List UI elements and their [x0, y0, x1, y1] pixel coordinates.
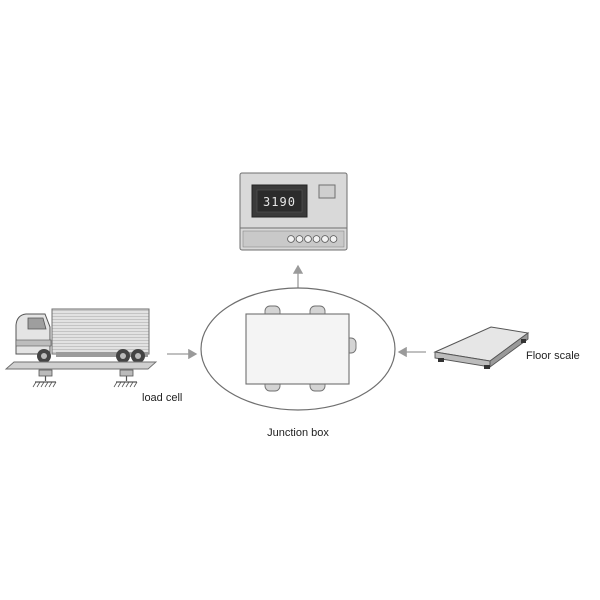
truck-icon	[15, 308, 150, 363]
indicator-button	[304, 235, 312, 243]
indicator-button	[321, 235, 329, 243]
indicator-small-window	[318, 184, 336, 199]
load-cell-icon	[32, 369, 57, 388]
indicator-button	[287, 235, 295, 243]
indicator-display: 3190	[251, 184, 308, 218]
indicator-button	[312, 235, 321, 243]
junction-box-label: Junction box	[267, 427, 329, 439]
junction-box	[200, 287, 396, 411]
indicator-button	[329, 235, 338, 243]
load-cell-label: load cell	[142, 392, 182, 404]
floor-scale-label: Floor scale	[526, 350, 580, 362]
junction-box-body	[245, 313, 350, 385]
weighbridge-platform	[4, 361, 158, 370]
indicator-display-value: 3190	[263, 195, 296, 209]
indicator-button	[295, 235, 304, 243]
indicator-buttons	[287, 235, 338, 243]
weighing-indicator: 3190	[239, 172, 348, 251]
truck-scale	[4, 308, 158, 388]
floor-scale-icon	[433, 326, 530, 369]
load-cell-icon	[113, 369, 138, 388]
